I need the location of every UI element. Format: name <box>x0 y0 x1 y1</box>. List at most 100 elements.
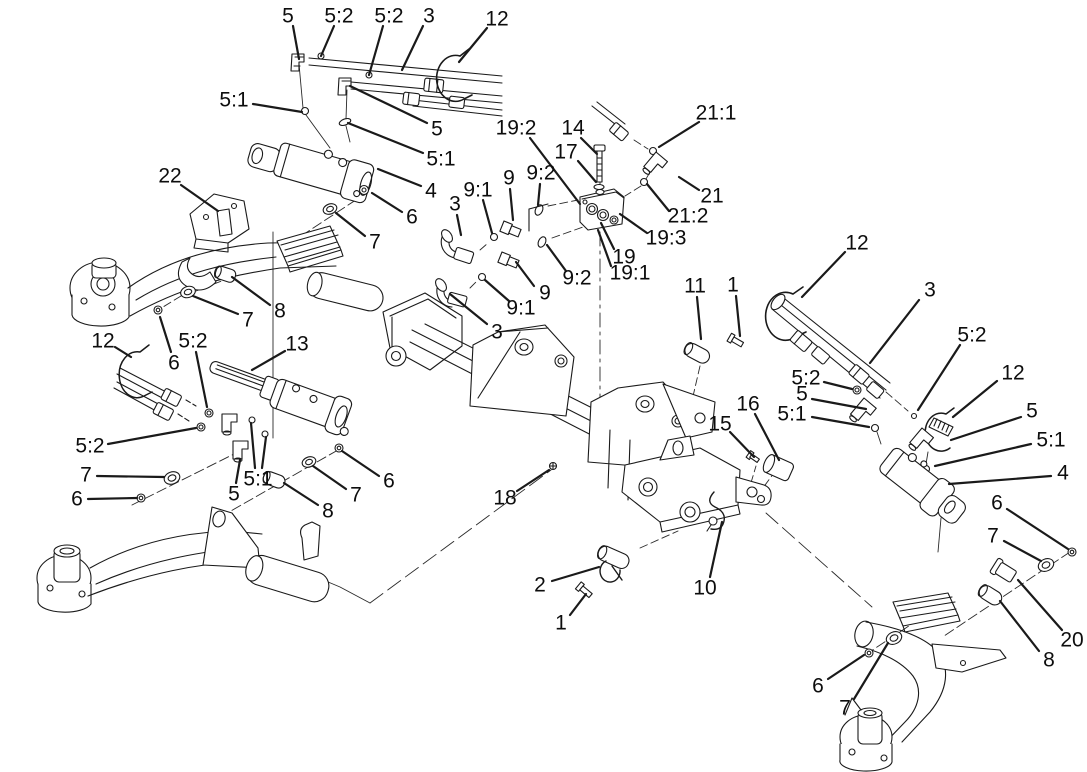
pivot-tube-upper <box>306 271 384 312</box>
part-number-label: 4 <box>1057 462 1069 485</box>
hardware-mid-left <box>136 443 344 503</box>
pins-and-fasteners <box>548 332 795 599</box>
callout-3-21: 3 <box>449 193 463 237</box>
hardware-right <box>864 547 1077 658</box>
leader-line <box>191 294 240 316</box>
leader-line <box>868 298 921 365</box>
callout-5-0: 5 <box>282 5 301 61</box>
part-number-label: 5:2 <box>75 435 104 458</box>
callout-21-2-23: 21:2 <box>645 182 708 228</box>
arm-weldment-upper-left <box>69 241 337 327</box>
leader-line <box>515 468 551 493</box>
callout-5-6: 5 <box>348 84 443 141</box>
leader-line <box>645 182 671 213</box>
part-number-label: 9 <box>539 282 551 305</box>
leader-line <box>376 167 423 188</box>
arm-weldment-right <box>839 592 1007 772</box>
part-number-label: 3 <box>449 193 461 216</box>
part-number-label: 13 <box>285 333 308 356</box>
part-number-label: 6 <box>406 206 418 229</box>
part-number-label: 1 <box>555 612 567 635</box>
callout-5-2-2: 5:2 <box>367 5 404 77</box>
cylinder-4-right <box>879 447 966 524</box>
leader-line <box>951 379 999 419</box>
part-number-label: 7 <box>350 484 362 507</box>
leader-line <box>949 415 1023 442</box>
callout-15-44: 15 <box>708 413 756 459</box>
part-number-label: 5:2 <box>791 367 820 390</box>
leader-line <box>1002 539 1043 563</box>
leader-line <box>251 102 304 114</box>
callout-6-61: 6 <box>991 492 1070 551</box>
part-number-label: 19:2 <box>496 117 537 140</box>
leader-line <box>728 430 756 459</box>
part-number-label: 1 <box>727 274 739 297</box>
callout-7-54: 7 <box>80 464 166 487</box>
leader-line <box>483 278 511 303</box>
callout-5-56: 5 <box>228 458 242 506</box>
arm-weldment-lower-left <box>36 506 330 613</box>
part-number-label: 5:2 <box>957 324 986 347</box>
part-number-label: 20 <box>1060 629 1083 652</box>
leader-line <box>179 183 220 213</box>
callout-22-11: 22 <box>158 165 220 213</box>
leader-line <box>514 260 536 288</box>
callout-10-46: 10 <box>693 520 724 600</box>
part-number-label: 5:1 <box>777 403 806 426</box>
leader-line <box>618 212 649 235</box>
part-number-label: 7 <box>987 525 999 548</box>
part-number-label: 5:1 <box>219 89 248 112</box>
leader-line <box>734 294 742 338</box>
leader-line <box>810 415 871 429</box>
valve-block-19 <box>579 144 625 231</box>
leader-line <box>106 426 198 446</box>
callout-12-33: 12 <box>800 232 869 299</box>
part-number-label: 12 <box>91 330 114 353</box>
callout-3-3: 3 <box>400 5 435 72</box>
leader-line <box>852 641 890 701</box>
callout-5-1-5: 5:1 <box>219 89 304 114</box>
leader-line <box>596 228 613 268</box>
leader-line <box>695 295 703 341</box>
mount-bracket-22 <box>189 193 250 253</box>
callout-7-59: 7 <box>311 464 362 507</box>
leader-line <box>86 496 139 501</box>
callout-6-55: 6 <box>71 488 139 511</box>
leader-line <box>282 481 320 507</box>
leader-line <box>370 191 404 214</box>
leader-line <box>291 24 301 61</box>
callout-11-31: 11 <box>684 275 706 341</box>
leader-line <box>947 474 1053 486</box>
pad-upper <box>276 225 344 273</box>
part-number-label: 9 <box>503 167 515 190</box>
callout-5-40: 5 <box>949 400 1038 442</box>
part-number-label: 7 <box>369 231 381 254</box>
leader-line <box>998 599 1041 653</box>
leader-line <box>234 458 242 485</box>
part-number-label: 2 <box>534 574 546 597</box>
callout-19-25: 19 <box>599 221 636 269</box>
callout-3-34: 3 <box>868 279 936 365</box>
callout-5-2-35: 5:2 <box>916 324 987 412</box>
callout-9-28: 9 <box>514 260 551 305</box>
part-number-label: 8 <box>322 500 334 523</box>
part-number-label: 5:1 <box>1036 429 1065 452</box>
leader-line <box>158 315 173 354</box>
leader-line <box>826 653 866 681</box>
lift-cylinder-top-left <box>247 142 375 204</box>
callout-5-38: 5 <box>796 383 868 411</box>
part-number-label: 5 <box>796 383 808 406</box>
callout-7-10: 7 <box>334 211 381 254</box>
part-number-label: 6 <box>383 470 395 493</box>
leader-line <box>334 211 367 238</box>
leader-line <box>1005 507 1070 551</box>
leader-line <box>448 292 489 326</box>
callout-9-1-29: 9:1 <box>483 278 536 320</box>
callout-1-48: 1 <box>555 592 588 635</box>
leader-line <box>576 159 598 184</box>
callout-6-65: 6 <box>812 653 866 698</box>
part-number-label: 19:3 <box>646 227 687 250</box>
part-number-label: 8 <box>1043 649 1055 672</box>
leader-line <box>230 275 272 307</box>
